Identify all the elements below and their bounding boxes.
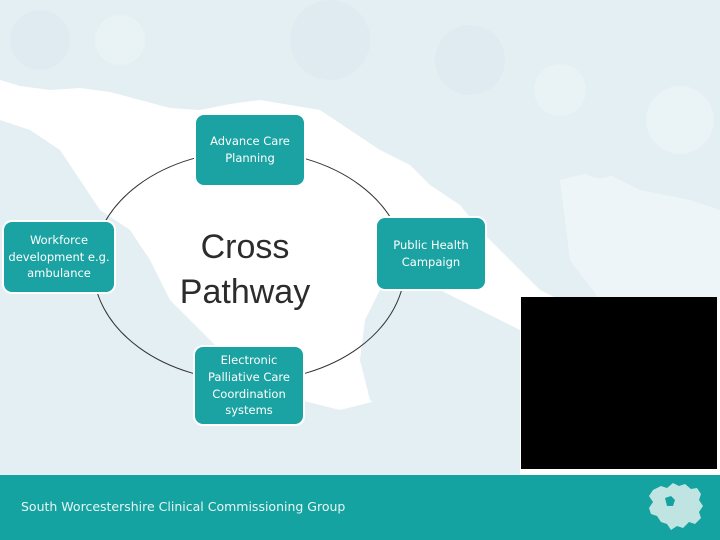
node-label: Advance Care Planning <box>210 134 290 165</box>
node-label: Electronic Palliative Care Coordination … <box>208 353 290 418</box>
node-public-health-campaign: Public Health Campaign <box>375 216 487 291</box>
node-label: Public Health Campaign <box>393 237 469 269</box>
node-electronic-palliative-care: Electronic Palliative Care Coordination … <box>193 345 305 426</box>
center-title: Cross Pathway <box>179 228 311 311</box>
background-map <box>0 0 720 475</box>
node-workforce-development: Workforce development e.g. ambulance <box>2 220 116 294</box>
organisation-name: South Worcestershire Clinical Commission… <box>21 499 346 514</box>
footer-bar: South Worcestershire Clinical Commission… <box>0 475 720 540</box>
video-placeholder <box>521 297 717 469</box>
node-advance-care-planning: Advance Care Planning <box>194 113 306 187</box>
county-map-logo-icon <box>649 483 703 530</box>
node-label: Workforce development e.g. ambulance <box>8 232 110 281</box>
